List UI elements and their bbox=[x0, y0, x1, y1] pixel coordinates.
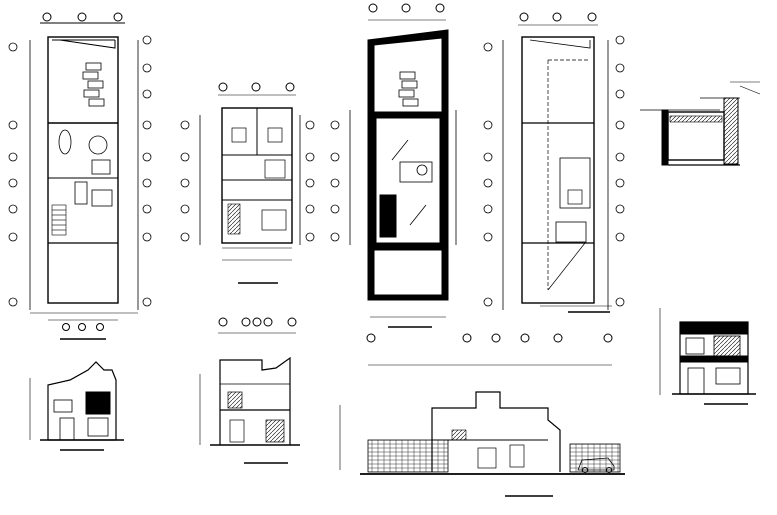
upper-floor-plan bbox=[180, 82, 315, 284]
stair bbox=[51, 204, 67, 236]
grid-bubbles-side bbox=[8, 35, 152, 310]
roof-stepping-stones bbox=[398, 71, 419, 107]
cross-section bbox=[199, 317, 300, 464]
longitudinal-section bbox=[339, 333, 625, 497]
roof-plan bbox=[330, 3, 457, 328]
side-elevation bbox=[29, 361, 124, 451]
installations-plan bbox=[483, 12, 625, 313]
stepping-stones bbox=[82, 62, 105, 107]
ground-floor-plan bbox=[8, 12, 152, 340]
construction-detail bbox=[640, 81, 761, 166]
front-elevation bbox=[659, 308, 756, 405]
grid-bubbles-top bbox=[40, 12, 125, 24]
